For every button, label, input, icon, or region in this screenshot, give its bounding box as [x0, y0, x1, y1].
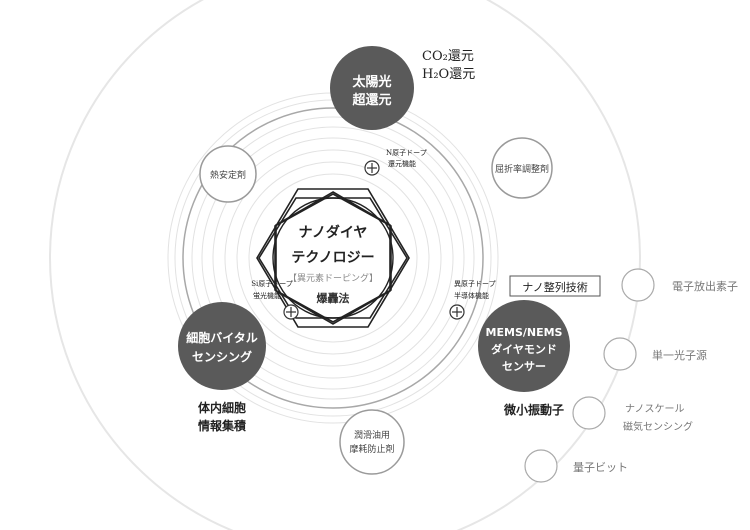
center-hexagon-inner: [275, 191, 391, 325]
caption-co2: CO₂還元: [422, 49, 474, 64]
doping-n-line1: N原子ドープ: [386, 149, 427, 157]
node-mems-sensor-line2: ダイヤモンド: [491, 342, 557, 356]
center-hexagon-outer: [256, 188, 410, 328]
node-heat-stabilizer-label: 熱安定剤: [210, 169, 246, 181]
node-refraction-adjuster: [491, 137, 553, 199]
app-single-photon-circle: [603, 337, 637, 371]
outer-ring: [49, 0, 641, 530]
app-magnetic-sensing-circle: [572, 396, 606, 430]
app-electron-emitter-circle: [621, 268, 655, 302]
center-circle: [272, 197, 394, 319]
caption-h2o: H₂O還元: [422, 67, 475, 82]
nano-alignment-box: [509, 275, 601, 297]
plus-icon-n: [364, 160, 380, 176]
node-lubricant-line2: 摩耗防止剤: [349, 443, 394, 455]
app-qubit-label: 量子ビット: [573, 461, 628, 474]
node-solar-reduction-line2: 超還元: [352, 92, 391, 108]
node-cell-sensing: [178, 302, 266, 390]
node-mems-sensor-line3: センサー: [502, 360, 546, 373]
app-single-photon-label: 単一光子源: [652, 348, 707, 362]
node-cell-sensing-line2: センシング: [192, 349, 252, 364]
caption-cell-line2: 情報集積: [198, 418, 247, 433]
node-solar-reduction: [330, 46, 414, 130]
node-lubricant-line1: 潤滑油用: [354, 429, 390, 441]
doping-other-line2: 半導体機能: [454, 291, 489, 300]
doping-si-line1: Si原子ドープ: [251, 280, 293, 288]
center-title-line1: ナノダイヤ: [299, 224, 368, 241]
center-method: 爆轟法: [317, 291, 350, 305]
app-electron-emitter-label: 電子放出素子: [672, 279, 738, 293]
app-qubit-circle: [524, 449, 558, 483]
center-subtitle: 【異元素ドーピング】: [288, 272, 378, 284]
node-mems-sensor: [478, 300, 570, 392]
main-ring: [182, 107, 484, 409]
center-hexagons: [258, 193, 408, 323]
doping-si-line2: 蛍光機能: [253, 291, 281, 300]
nano-alignment-label: ナノ整列技術: [522, 280, 587, 294]
node-refraction-adjuster-label: 屈折率調整剤: [495, 163, 549, 175]
app-magnetic-sensing-line1: ナノスケール: [625, 403, 685, 415]
app-magnetic-sensing-line2: 磁気センシング: [623, 420, 693, 433]
node-lubricant: [339, 409, 405, 475]
node-solar-reduction-line1: 太陽光: [351, 74, 391, 90]
doping-n-line2: 還元機能: [388, 159, 416, 168]
node-heat-stabilizer: [199, 145, 257, 203]
caption-micro-oscillator: 微小振動子: [503, 402, 564, 417]
center-title-line2: テクノロジー: [291, 250, 374, 266]
plus-icon-other: [449, 304, 465, 320]
plus-icon-si: [283, 304, 299, 320]
node-cell-sensing-line1: 細胞バイタル: [186, 330, 258, 345]
caption-cell-line1: 体内細胞: [198, 400, 246, 415]
node-mems-sensor-line1: MEMS/NEMS: [486, 326, 563, 339]
doping-other-line1: 異原子ドープ: [454, 280, 496, 288]
